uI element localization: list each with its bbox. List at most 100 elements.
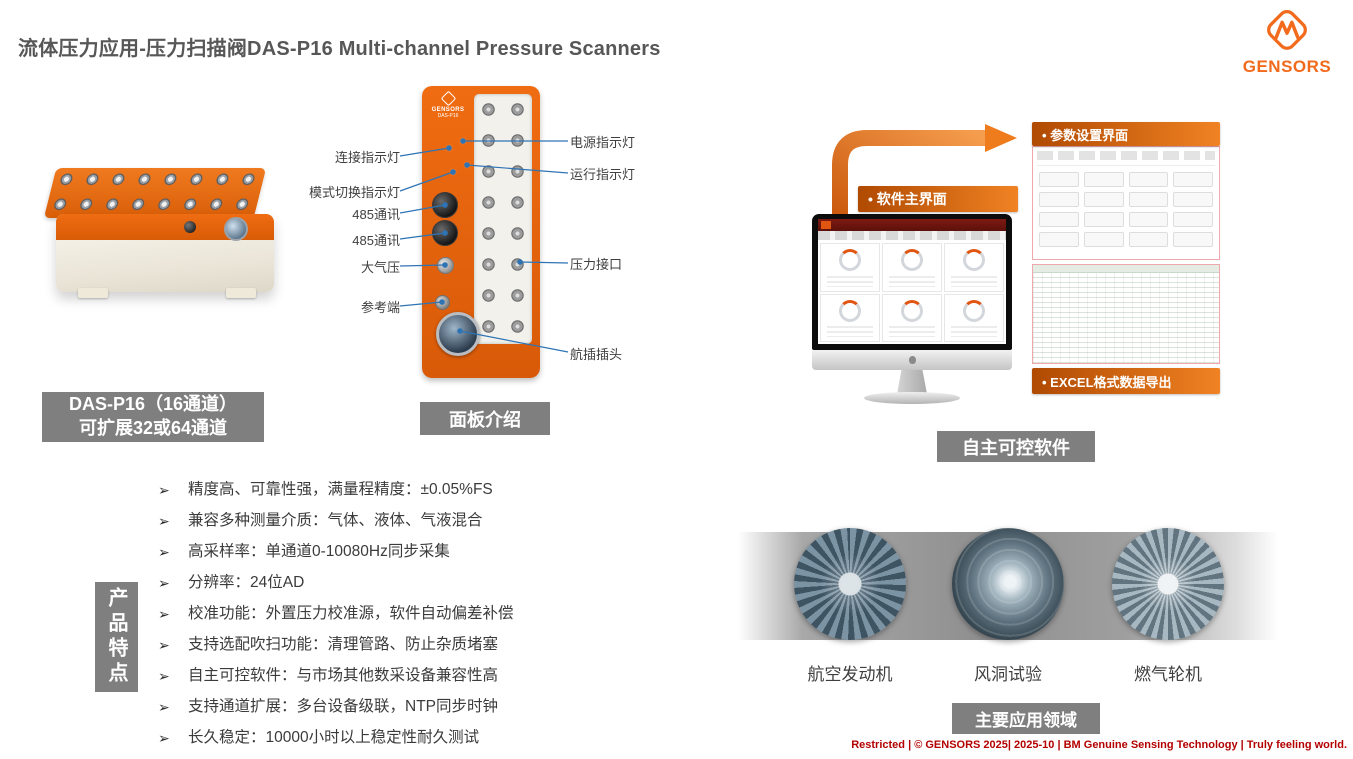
excel-export-tag: • EXCEL格式数据导出 xyxy=(1032,368,1220,394)
bullet-arrow-icon: ➢ xyxy=(158,482,170,498)
reference-port-icon xyxy=(435,295,450,310)
bullet-arrow-icon: ➢ xyxy=(158,699,170,715)
front-connector-icon xyxy=(224,217,248,241)
param-cell xyxy=(1083,192,1124,207)
feature-item: ➢ 支持选配吹扫功能：清理管路、防止杂质堵塞 xyxy=(158,636,499,653)
aviation-plug-icon xyxy=(436,312,480,356)
callout-barometric: 大气压 xyxy=(360,260,400,275)
monitor-screen xyxy=(812,214,1012,350)
front-port-icon xyxy=(184,221,196,233)
product-caption: DAS-P16（16通道） 可扩展32或64通道 xyxy=(42,392,264,442)
product-top-fittings xyxy=(43,168,267,218)
feature-item: ➢ 校准功能：外置压力校准源，软件自动偏差补偿 xyxy=(158,605,514,622)
software-main-ui xyxy=(818,219,1006,344)
channel-card xyxy=(882,243,942,292)
mounting-foot xyxy=(226,288,256,298)
bullet-arrow-icon: ➢ xyxy=(158,606,170,622)
param-cell xyxy=(1128,172,1169,187)
param-cell xyxy=(1128,212,1169,227)
application-label: 风洞试验 xyxy=(974,665,1042,684)
product-caption-line1: DAS-P16（16通道） xyxy=(68,394,238,415)
power-led-icon xyxy=(461,139,465,143)
software-logo-icon xyxy=(821,221,831,229)
monitor-stand xyxy=(897,370,927,394)
monitor-logo-icon xyxy=(908,356,916,364)
params-grid xyxy=(1033,168,1219,251)
software-toolbar xyxy=(818,231,1006,240)
software-caption: 自主可控软件 xyxy=(937,431,1095,462)
callout-connect-led: 连接指示灯 xyxy=(334,150,400,165)
parameter-settings-tag: • 参数设置界面 xyxy=(1032,122,1220,146)
panel-model-text: DAS-P16 xyxy=(437,112,459,119)
excel-export-screenshot xyxy=(1032,264,1220,364)
bullet-arrow-icon: ➢ xyxy=(158,730,170,746)
bullet-arrow-icon: ➢ xyxy=(158,575,170,591)
param-cell xyxy=(1039,212,1079,227)
feature-item: ➢ 自主可控软件：与市场其他数采设备兼容性高 xyxy=(158,667,499,684)
params-toolbar xyxy=(1037,150,1215,166)
rs485-connector-icon xyxy=(432,220,458,246)
bullet-arrow-icon: ➢ xyxy=(158,544,170,560)
front-panel-diagram: GENSORS DAS-P16 xyxy=(422,86,540,378)
param-cell xyxy=(1039,172,1079,187)
feature-item: ➢ 高采样率：单通道0-10080Hz同步采集 xyxy=(158,543,450,560)
feature-item: ➢ 长久稳定：10000小时以上稳定性耐久测试 xyxy=(158,729,480,746)
channel-card xyxy=(820,293,880,342)
application-label: 燃气轮机 xyxy=(1134,665,1202,684)
param-cell xyxy=(1128,232,1169,247)
application-label: 航空发动机 xyxy=(807,665,893,684)
feature-item: ➢ 兼容多种测量介质：气体、液体、气液混合 xyxy=(158,512,483,529)
gensors-logo: GENSORS xyxy=(1231,6,1343,77)
param-cell xyxy=(1083,212,1124,227)
channel-card-grid xyxy=(818,241,1006,344)
panel-caption: 面板介绍 xyxy=(420,402,550,435)
channel-card xyxy=(820,243,880,292)
bullet-arrow-icon: ➢ xyxy=(158,668,170,684)
param-cell xyxy=(1039,192,1079,207)
connect-led-icon xyxy=(447,146,451,150)
panel-brand-text: GENSORS xyxy=(431,107,465,113)
param-cell xyxy=(1128,192,1169,207)
panel-logo: GENSORS DAS-P16 xyxy=(426,90,470,120)
callout-aviation-plug: 航插插头 xyxy=(570,347,623,362)
product-body xyxy=(56,214,274,298)
software-monitor xyxy=(812,214,1012,410)
monitor-base xyxy=(864,392,960,404)
feature-item: ➢ 分辨率：24位AD xyxy=(158,574,305,591)
mode-led-icon xyxy=(451,170,455,174)
callout-mode-led: 模式切换指示灯 xyxy=(308,185,400,200)
param-cell xyxy=(1173,212,1213,227)
product-front-band xyxy=(56,214,274,241)
gensors-diamond-icon xyxy=(1267,9,1307,50)
run-led-icon xyxy=(465,163,469,167)
software-main-ui-tag: • 软件主界面 xyxy=(858,186,1018,212)
barometric-port-icon xyxy=(437,257,454,274)
param-cell xyxy=(1039,232,1079,247)
bullet-arrow-icon: ➢ xyxy=(158,637,170,653)
callout-run-led: 运行指示灯 xyxy=(570,167,636,182)
product-photo xyxy=(26,156,281,316)
software-titlebar xyxy=(818,219,1006,231)
channel-card xyxy=(944,243,1004,292)
rs485-connector-icon xyxy=(432,192,458,218)
features-side-label: 产品特点 xyxy=(95,582,138,692)
excel-header-row xyxy=(1033,265,1219,273)
gas-turbine-photo xyxy=(1112,528,1224,640)
channel-card xyxy=(882,293,942,342)
feature-item: ➢ 精度高、可靠性强，满量程精度：±0.05%FS xyxy=(158,481,493,498)
feature-item: ➢ 支持通道扩展：多台设备级联，NTP同步时钟 xyxy=(158,698,499,715)
features-list: ➢ 精度高、可靠性强，满量程精度：±0.05%FS ➢ 兼容多种测量介质：气体、… xyxy=(158,480,718,759)
wind-tunnel-photo xyxy=(952,528,1064,640)
param-cell xyxy=(1083,232,1124,247)
aircraft-engine-photo xyxy=(794,528,906,640)
param-cell xyxy=(1173,192,1213,207)
callout-rs485-1: 485通讯 xyxy=(352,207,400,222)
applications-caption: 主要应用领域 xyxy=(952,703,1100,734)
channel-card xyxy=(944,293,1004,342)
callout-reference: 参考端 xyxy=(360,300,400,315)
brand-wordmark: GENSORS xyxy=(1242,57,1332,76)
param-cell xyxy=(1173,232,1213,247)
pressure-ports-strip xyxy=(474,94,532,344)
callout-pressure-ports: 压力接口 xyxy=(570,257,623,272)
